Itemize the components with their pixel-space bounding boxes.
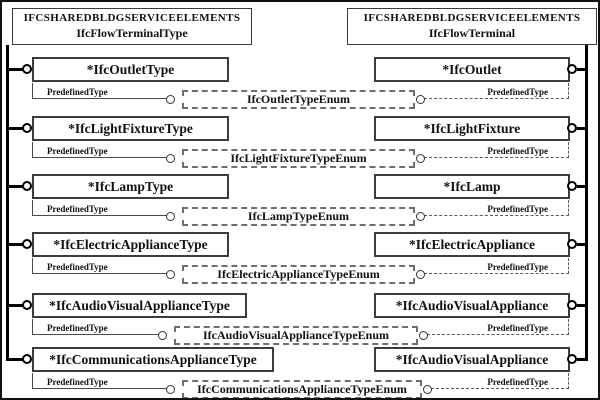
diagram-row-light-fixture: *IfcLightFixtureType PredefinedType IfcL…: [2, 116, 598, 170]
subtype-circle-icon: [567, 300, 577, 310]
entity-box-left: *IfcOutletType: [32, 57, 229, 82]
attribute-label: PredefinedType: [47, 87, 108, 97]
attribute-circle-icon: [166, 154, 175, 163]
entity-box-left: *IfcCommunicationsApplianceType: [32, 347, 274, 372]
subtype-line-right: [577, 304, 587, 307]
attribute-circle-icon: [416, 95, 425, 104]
attribute-label: PredefinedType: [47, 146, 108, 156]
attribute-line-right: PredefinedType: [424, 142, 569, 158]
attribute-line-right: PredefinedType: [431, 373, 569, 389]
entity-box-left: *IfcLightFixtureType: [32, 116, 229, 141]
schema-header-flow-terminal: IFCSHAREDBLDGSERVICEELEMENTS IfcFlowTerm…: [347, 8, 597, 45]
enum-type-box: IfcCommunicationsApplianceTypeEnum: [182, 380, 422, 398]
subtype-circle-icon: [567, 181, 577, 191]
attribute-circle-icon: [416, 212, 425, 221]
entity-box-right: *IfcElectricAppliance: [374, 232, 570, 257]
subtype-line-right: [577, 243, 587, 246]
subtype-circle-icon: [22, 181, 32, 191]
subtype-line-left: [7, 358, 24, 361]
attribute-line-left: PredefinedType: [32, 83, 173, 99]
attribute-circle-icon: [158, 331, 167, 340]
attribute-label: PredefinedType: [487, 204, 548, 214]
subtype-line-right: [577, 127, 587, 130]
supertype-trunk-line-left: [6, 45, 9, 361]
schema-header-flow-terminal-type: IFCSHAREDBLDGSERVICEELEMENTS IfcFlowTerm…: [12, 8, 252, 45]
attribute-label: PredefinedType: [487, 323, 548, 333]
schema-name: IFCSHAREDBLDGSERVICEELEMENTS: [363, 12, 581, 25]
attribute-label: PredefinedType: [487, 146, 548, 156]
entity-box-right: *IfcOutlet: [374, 57, 570, 82]
entity-box-right: *IfcAudioVisualAppliance: [374, 293, 570, 318]
subtype-circle-icon: [567, 239, 577, 249]
attribute-line-right: PredefinedType: [427, 319, 569, 335]
entity-reference: IfcFlowTerminal: [428, 25, 516, 40]
attribute-line-left: PredefinedType: [32, 373, 173, 389]
attribute-label: PredefinedType: [487, 87, 548, 97]
diagram-row-electric-appliance: *IfcElectricApplianceType PredefinedType…: [2, 232, 598, 286]
attribute-line-right: PredefinedType: [424, 83, 569, 99]
subtype-circle-icon: [567, 123, 577, 133]
subtype-circle-icon: [22, 64, 32, 74]
subtype-circle-icon: [22, 354, 32, 364]
attribute-circle-icon: [416, 154, 425, 163]
attribute-circle-icon: [166, 95, 175, 104]
attribute-line-right: PredefinedType: [424, 200, 569, 216]
attribute-line-left: PredefinedType: [32, 200, 173, 216]
entity-reference: IfcFlowTerminalType: [76, 25, 188, 40]
subtype-line-left: [7, 185, 24, 188]
entity-box-right: *IfcLightFixture: [374, 116, 570, 141]
attribute-label: PredefinedType: [487, 262, 548, 272]
attribute-circle-icon: [166, 385, 175, 394]
attribute-circle-icon: [419, 331, 428, 340]
diagram-row-lamp: *IfcLampType PredefinedType IfcLampTypeE…: [2, 174, 598, 228]
enum-type-box: IfcElectricApplianceTypeEnum: [182, 265, 415, 284]
entity-box-left: *IfcElectricApplianceType: [32, 232, 229, 257]
enum-type-box: IfcLightFixtureTypeEnum: [182, 149, 415, 168]
subtype-line-left: [7, 68, 24, 71]
attribute-label: PredefinedType: [47, 377, 108, 387]
subtype-line-left: [7, 243, 24, 246]
schema-name: IFCSHAREDBLDGSERVICEELEMENTS: [23, 12, 241, 25]
subtype-circle-icon: [567, 354, 577, 364]
attribute-circle-icon: [416, 270, 425, 279]
attribute-label: PredefinedType: [487, 377, 548, 387]
subtype-line-right: [577, 358, 587, 361]
attribute-line-left: PredefinedType: [32, 142, 173, 158]
subtype-circle-icon: [567, 64, 577, 74]
enum-type-box: IfcOutletTypeEnum: [182, 90, 415, 109]
subtype-circle-icon: [22, 239, 32, 249]
diagram-row-audio-visual-appliance: *IfcAudioVisualApplianceType PredefinedT…: [2, 293, 598, 347]
subtype-line-right: [577, 68, 587, 71]
attribute-circle-icon: [166, 212, 175, 221]
attribute-line-left: PredefinedType: [32, 319, 165, 335]
attribute-label: PredefinedType: [47, 262, 108, 272]
enum-type-box: IfcLampTypeEnum: [182, 207, 415, 226]
entity-box-left: *IfcLampType: [32, 174, 229, 199]
enum-type-box: IfcAudioVisualApplianceTypeEnum: [174, 326, 418, 345]
diagram-row-communications-appliance: *IfcCommunicationsApplianceType Predefin…: [2, 347, 598, 398]
subtype-line-right: [577, 185, 587, 188]
supertype-trunk-line-right: [585, 45, 588, 361]
attribute-label: PredefinedType: [47, 323, 108, 333]
subtype-line-left: [7, 304, 24, 307]
subtype-circle-icon: [22, 300, 32, 310]
attribute-line-left: PredefinedType: [32, 258, 173, 274]
entity-box-left: *IfcAudioVisualApplianceType: [32, 293, 247, 318]
attribute-circle-icon: [166, 270, 175, 279]
diagram-row-outlet: *IfcOutletType PredefinedType IfcOutletT…: [2, 57, 598, 111]
attribute-circle-icon: [423, 385, 432, 394]
subtype-circle-icon: [22, 123, 32, 133]
attribute-label: PredefinedType: [47, 204, 108, 214]
entity-box-right: *IfcAudioVisualAppliance: [374, 347, 570, 372]
attribute-line-right: PredefinedType: [424, 258, 569, 274]
entity-box-right: *IfcLamp: [374, 174, 570, 199]
subtype-line-left: [7, 127, 24, 130]
